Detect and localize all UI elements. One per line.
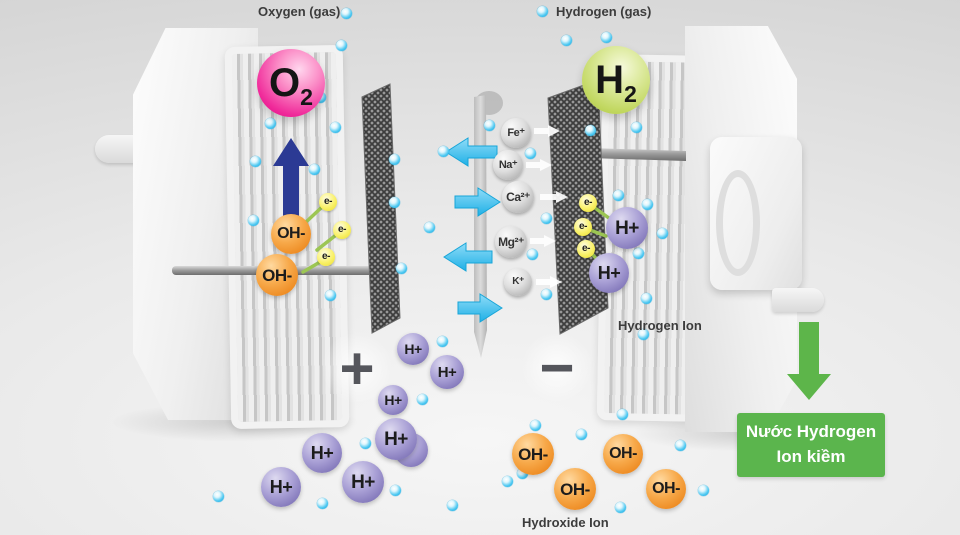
hydrogen-ion-particle: H+ — [589, 253, 629, 293]
water-dot — [656, 227, 668, 239]
water-dot — [335, 39, 347, 51]
water-dot — [540, 288, 552, 300]
hydroxide-ion-label: Hydroxide Ion — [522, 515, 609, 530]
water-dot — [614, 501, 626, 513]
hydroxide-ion-particle: OH- — [271, 214, 311, 254]
water-dot — [316, 497, 328, 509]
hydrogen-ion-particle: H+ — [342, 461, 384, 503]
water-dot — [560, 34, 572, 46]
hydroxide-ion-particle: OH- — [554, 468, 596, 510]
mineral-ion: K⁺ — [504, 268, 532, 296]
hydrogen-ion-particle: H+ — [397, 333, 429, 365]
result-line-2: Ion kiềm — [776, 447, 846, 466]
water-dot — [483, 119, 495, 131]
electron: e- — [333, 221, 351, 239]
water-dot — [212, 490, 224, 502]
oxygen-gas-label: Oxygen (gas) — [258, 4, 341, 19]
water-dot — [501, 475, 513, 487]
water-dot — [247, 214, 259, 226]
water-dot — [388, 196, 400, 208]
oxygen-subscript: 2 — [300, 84, 314, 110]
hydrogen-ion-particle: H+ — [606, 207, 648, 249]
water-dot — [575, 428, 587, 440]
oxygen-symbol: O — [268, 60, 301, 105]
electron: e- — [577, 240, 595, 258]
right-housing-pipe — [772, 288, 824, 312]
water-dot — [640, 292, 652, 304]
hydrogen-symbol: H — [595, 57, 624, 102]
water-dot — [446, 499, 458, 511]
water-dot — [324, 289, 336, 301]
hydrogen-gas-label: Hydrogen (gas) — [556, 4, 652, 19]
water-dot — [389, 484, 401, 496]
hydrogen-subscript: 2 — [623, 81, 637, 107]
water-dot — [264, 117, 276, 129]
water-dot — [674, 439, 686, 451]
hydroxide-ion-particle: OH- — [646, 469, 686, 509]
water-dot — [249, 155, 261, 167]
right-housing-handle-slot — [716, 170, 760, 276]
hydroxide-ion-particle: OH- — [256, 254, 298, 296]
water-dot — [637, 328, 649, 340]
result-line-1: Nước Hydrogen — [745, 422, 877, 442]
water-dot — [600, 31, 612, 43]
water-dot — [641, 198, 653, 210]
water-dot — [540, 212, 552, 224]
mineral-ion: Fe⁺ — [501, 118, 531, 148]
water-dot — [516, 467, 528, 479]
water-dot — [329, 121, 341, 133]
water-dot — [616, 408, 628, 420]
water-dot — [630, 121, 642, 133]
water-dot — [437, 145, 449, 157]
mineral-ion: Mg²⁺ — [495, 226, 527, 258]
water-dot — [612, 189, 624, 201]
electron: e- — [579, 194, 597, 212]
cathode-minus-sign: − — [522, 332, 592, 402]
water-dot — [416, 393, 428, 405]
anode-plus-sign: + — [322, 333, 392, 403]
hydrogen-ion-label: Hydrogen Ion — [618, 318, 702, 333]
water-dot — [359, 437, 371, 449]
water-dot — [423, 221, 435, 233]
water-dot — [697, 484, 709, 496]
electron: e- — [319, 193, 337, 211]
mineral-ion: Ca²⁺ — [502, 181, 534, 213]
hydrogen-ion-particle: H+ — [375, 418, 417, 460]
electron: e- — [317, 248, 335, 266]
water-dot — [536, 5, 548, 17]
water-dot — [584, 124, 596, 136]
water-dot — [529, 419, 541, 431]
water-dot — [395, 262, 407, 274]
hydrogen-ion-particle: H+ — [302, 433, 342, 473]
water-dot — [524, 147, 536, 159]
water-dot — [388, 153, 400, 165]
mineral-ion: Na⁺ — [493, 150, 523, 180]
water-dot — [526, 248, 538, 260]
hydroxide-ion-particle: OH- — [512, 433, 554, 475]
result-label-box: Nước Hydrogen Ion kiềm — [737, 413, 885, 477]
electron: e- — [574, 218, 592, 236]
hydroxide-ion-particle: OH- — [603, 434, 643, 474]
water-dot — [632, 247, 644, 259]
hydrogen-ion-particle: H+ — [430, 355, 464, 389]
water-dot — [308, 163, 320, 175]
hydrogen-ion-particle: H+ — [261, 467, 301, 507]
water-dot — [436, 335, 448, 347]
water-dot — [340, 7, 352, 19]
